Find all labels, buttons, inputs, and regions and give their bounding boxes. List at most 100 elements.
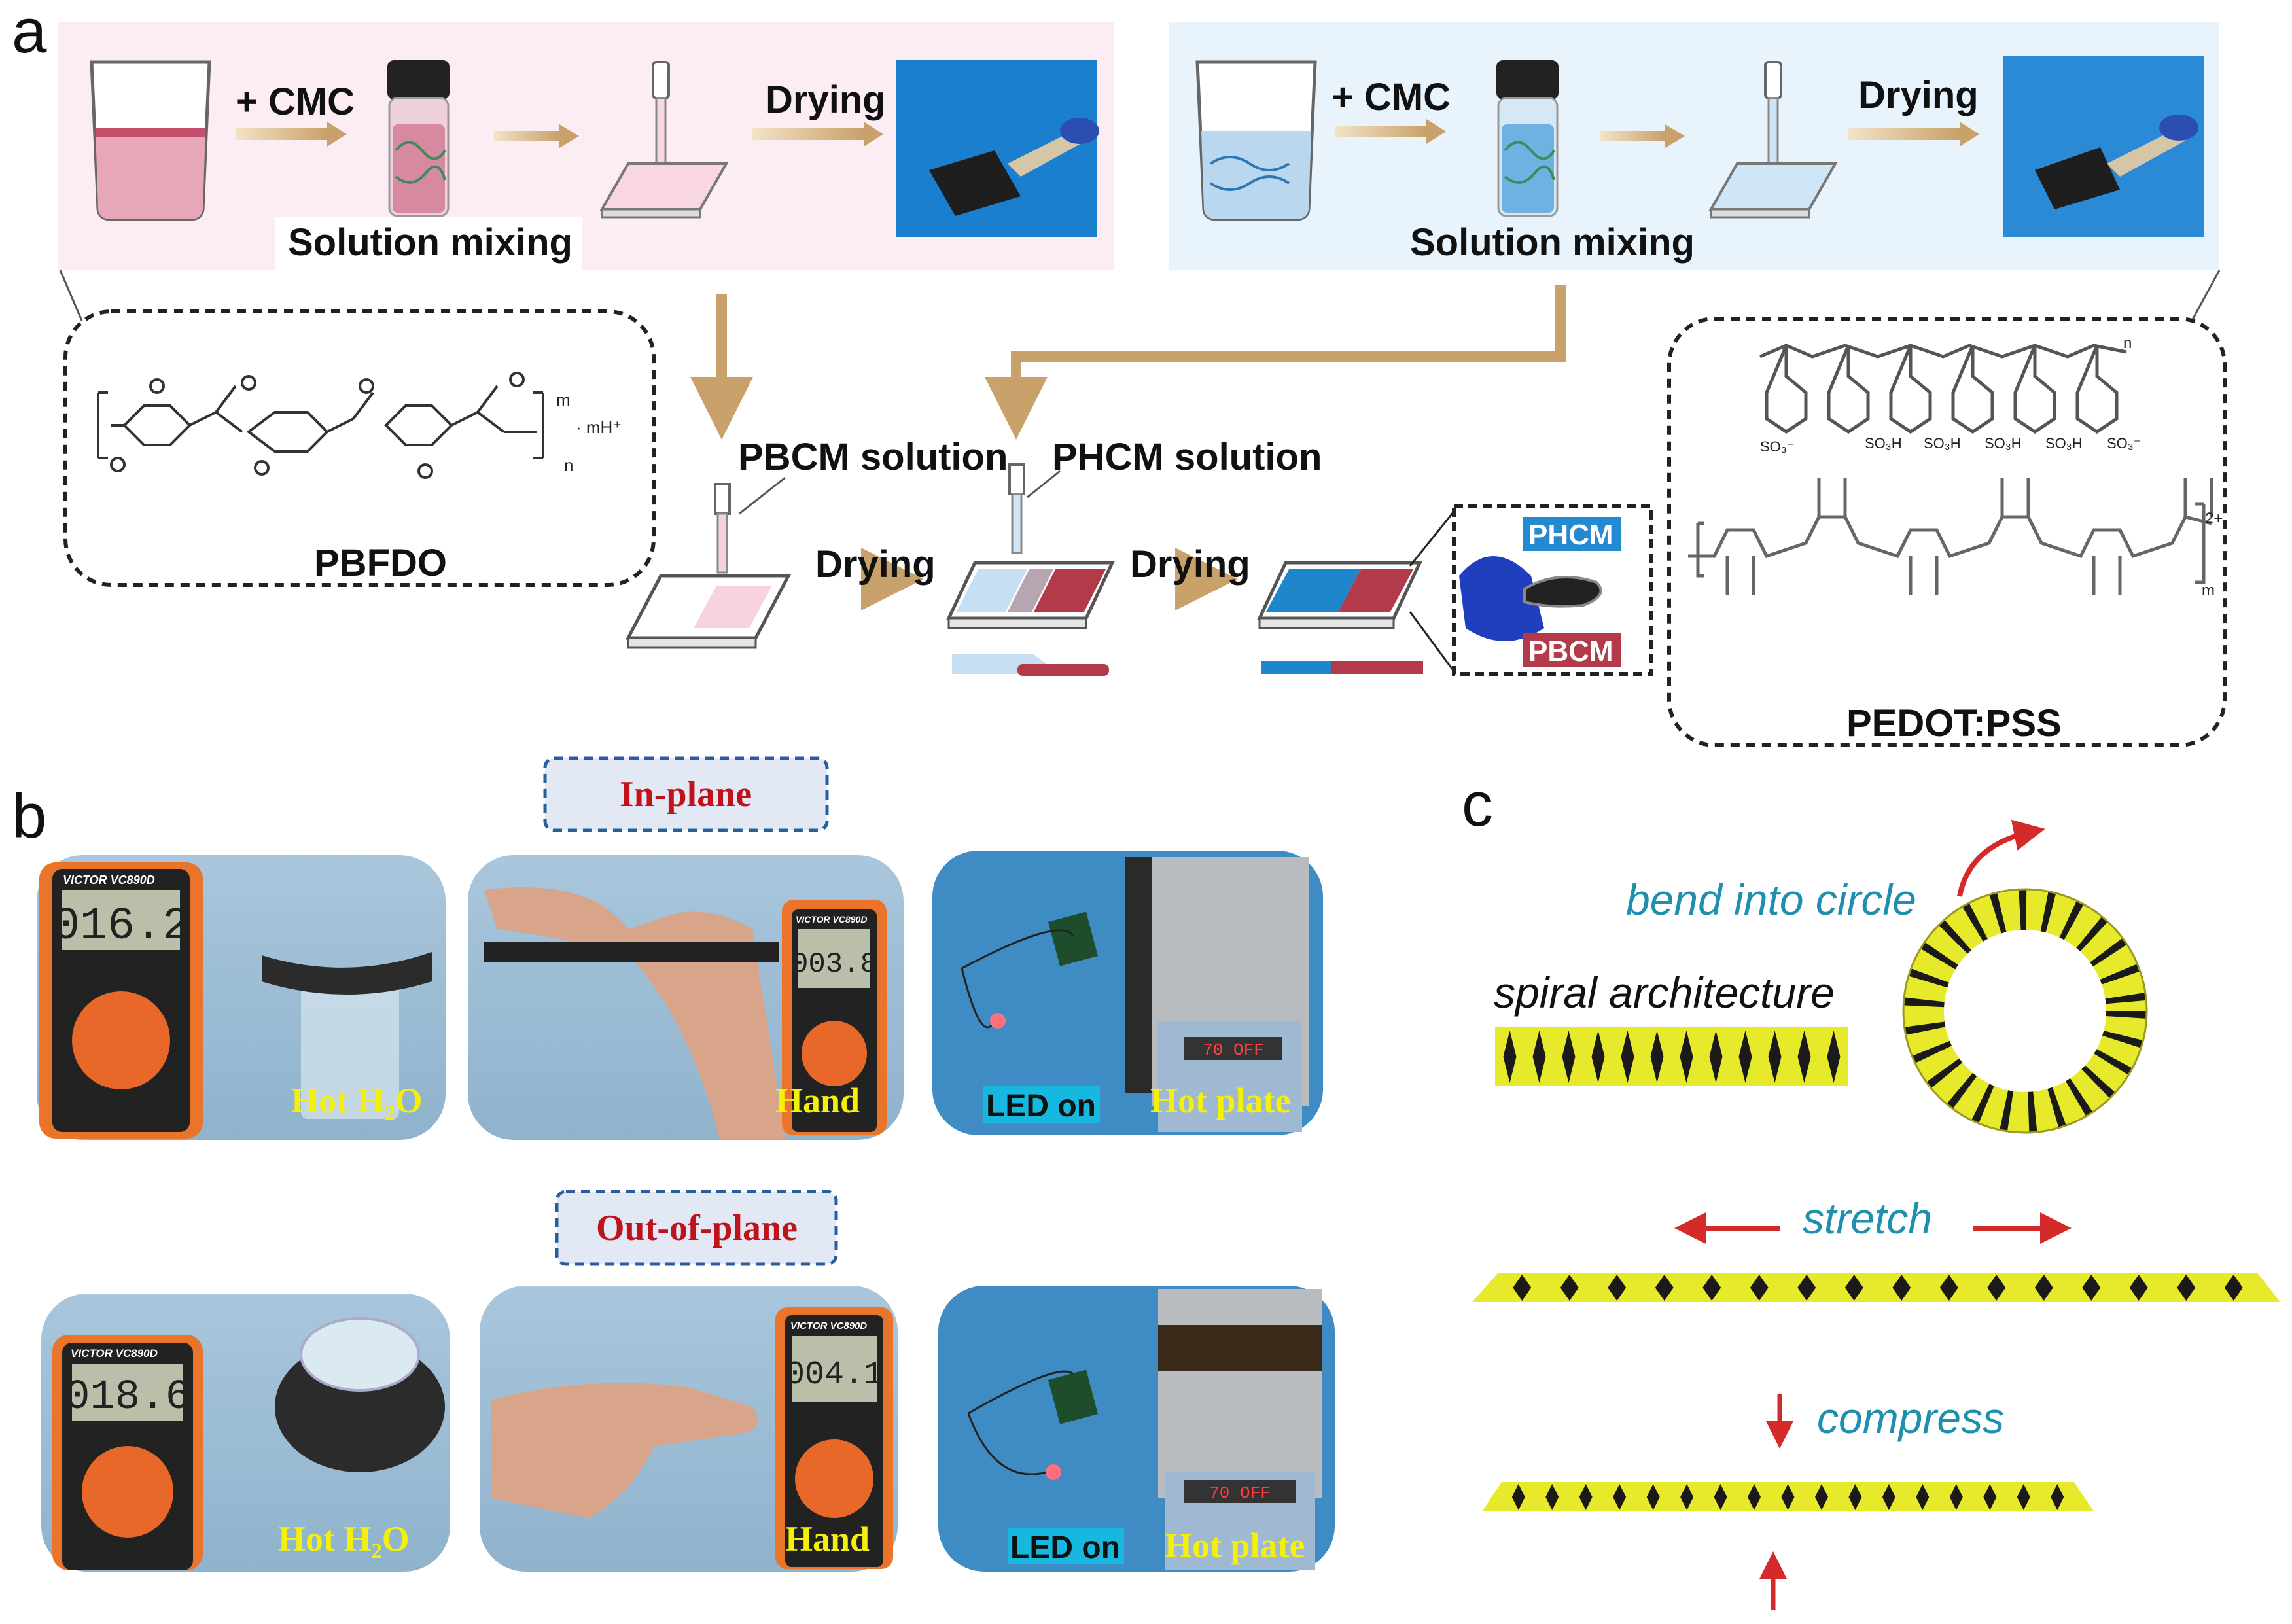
hot-plate-display: 70 OFF [1209, 1483, 1271, 1503]
coil-twist [1797, 1031, 1811, 1083]
spiral-circle [1902, 888, 2148, 1134]
coil-twist [2017, 1484, 2030, 1510]
photo-hot-water-in-plane: VICTOR VC890D 016.2 Hot H₂O [37, 855, 446, 1140]
pbcm-tag: PBCM [1528, 635, 1613, 667]
bilayer-bending-photo: PHCM PBCM [1452, 504, 1653, 676]
pipette-icon [652, 61, 670, 171]
coil-twist [1738, 1031, 1752, 1083]
pss-group: SO₃H [1984, 435, 2022, 451]
coil-twist [1750, 1275, 1769, 1301]
coil-twist [1680, 1031, 1693, 1083]
blue-drying-label: Drying [1858, 74, 1979, 116]
coil-twist [1503, 1031, 1517, 1083]
bend-into-circle-label: bend into circle [1626, 875, 1916, 924]
bilayer-film-slide [1257, 508, 1457, 675]
vial-icon [387, 60, 450, 217]
pss-chain [1759, 344, 2127, 434]
pbcm-solution-label: PBCM solution [738, 436, 1008, 478]
coil-twist [2177, 1275, 2196, 1301]
coil-twist [1768, 1031, 1782, 1083]
stretch-label: stretch [1803, 1194, 1932, 1243]
photo-hot-plate-out-of-plane: 70 OFF LED on Hot plate [938, 1286, 1335, 1572]
hot-plate-label: Hot plate [1150, 1081, 1290, 1120]
pbcm-cast-slide [625, 476, 792, 649]
meter-brand: VICTOR VC890D [796, 914, 867, 925]
photo-hand-out-of-plane: VICTOR VC890D 004.1 Hand [480, 1286, 898, 1572]
pss-group: SO₃H [1924, 435, 1961, 451]
meter-reading: 016.2 [52, 901, 190, 953]
hot-water-label: Hot H₂O [291, 1081, 423, 1120]
pink-drying-label: Drying [766, 79, 886, 121]
coil-twist [1916, 1484, 1930, 1510]
coil-twist [1781, 1484, 1795, 1510]
led-on-label: LED on [1010, 1530, 1120, 1565]
pbfdo-counterion: · mH⁺ [576, 417, 622, 437]
pink-cmc-label: + CMC [236, 80, 355, 123]
drying-label-1: Drying [815, 543, 936, 586]
pbfdo-m: m [556, 390, 571, 410]
glass-slide-icon [599, 162, 729, 219]
pedot-process-panel: + CMC Drying Solution mixing [1169, 22, 2219, 270]
meter-reading: 018.6 [65, 1374, 190, 1421]
coil-twist [1511, 1484, 1525, 1510]
panel-letter-a: a [12, 0, 47, 66]
photo-hand-in-plane: VICTOR VC890D 003.8 Hand [468, 855, 904, 1140]
coil-twist [2082, 1275, 2101, 1301]
coil-twist [1532, 1031, 1546, 1083]
phcm-tag: PHCM [1528, 519, 1613, 551]
spiral-relaxed [1495, 1027, 1848, 1086]
flow-arrows [690, 285, 1566, 610]
pbfdo-structure-box: m n · mH⁺ PBFDO [63, 309, 656, 587]
pss-group: SO₃H [2045, 435, 2083, 451]
beaker-icon [1195, 60, 1317, 221]
coil-twist [1562, 1031, 1576, 1083]
phcm-cast-slide [946, 463, 1115, 676]
bend-arrow-icon [1957, 819, 2045, 897]
meter-brand: VICTOR VC890D [790, 1320, 867, 1332]
panel-letter-b: b [12, 781, 46, 851]
pink-mixing-label: Solution mixing [288, 221, 573, 264]
hot-plate-label: Hot plate [1165, 1526, 1305, 1565]
pedot-m: m [2202, 582, 2215, 599]
coil-twist [1702, 1275, 1721, 1301]
coil-twist [1591, 1031, 1605, 1083]
pedot-pss-label: PEDOT:PSS [1846, 702, 2062, 745]
coil-twist [1844, 1275, 1863, 1301]
out-of-plane-title-box: Out-of-plane [555, 1190, 838, 1266]
out-of-plane-title: Out-of-plane [596, 1208, 798, 1248]
meter-brand: VICTOR VC890D [63, 874, 155, 887]
coil-twist [1748, 1484, 1761, 1510]
in-plane-title: In-plane [620, 774, 752, 815]
coil-twist [1939, 1275, 1958, 1301]
glass-slide-icon [1708, 162, 1838, 219]
beaker-icon [90, 60, 211, 221]
pedot-pss-structure-box: n SO₃⁻ SO₃H SO₃H SO₃H SO₃H SO₃⁻ 2+ m PED… [1667, 317, 2227, 747]
spiral-architecture-label: spiral architecture [1494, 968, 1835, 1017]
spiral-stretched [1472, 1273, 2280, 1302]
dried-film-photo [2003, 56, 2204, 237]
hand-label: Hand [785, 1519, 870, 1559]
pss-group: SO₃⁻ [1760, 438, 1794, 455]
coil-twist [1882, 1484, 1895, 1510]
hot-plate-display: 70 OFF [1203, 1040, 1264, 1060]
vial-icon [1496, 60, 1559, 217]
coil-twist [1814, 1484, 1828, 1510]
meter-reading: 003.8 [791, 948, 877, 981]
coil-twist [1983, 1484, 1997, 1510]
coil-twist [1545, 1484, 1559, 1510]
pbfdo-process-panel: + CMC Drying Solution mixing [58, 22, 1114, 275]
pedot-chain [1688, 478, 2213, 595]
pss-group: SO₃⁻ [2107, 435, 2141, 451]
led-on-label: LED on [986, 1089, 1096, 1123]
phcm-solution-label: PHCM solution [1052, 436, 1322, 478]
hand-label: Hand [775, 1081, 860, 1120]
coil-twist [1949, 1484, 1963, 1510]
coil-twist [1709, 1031, 1723, 1083]
coil-twist [1827, 1031, 1841, 1083]
coil-twist [2129, 1275, 2148, 1301]
panel-letter-c: c [1462, 769, 1493, 839]
coil-twist [1714, 1484, 1727, 1510]
pbfdo-n: n [564, 455, 573, 475]
blue-mixing-label: Solution mixing [1410, 221, 1695, 264]
pbfdo-label: PBFDO [314, 542, 447, 584]
